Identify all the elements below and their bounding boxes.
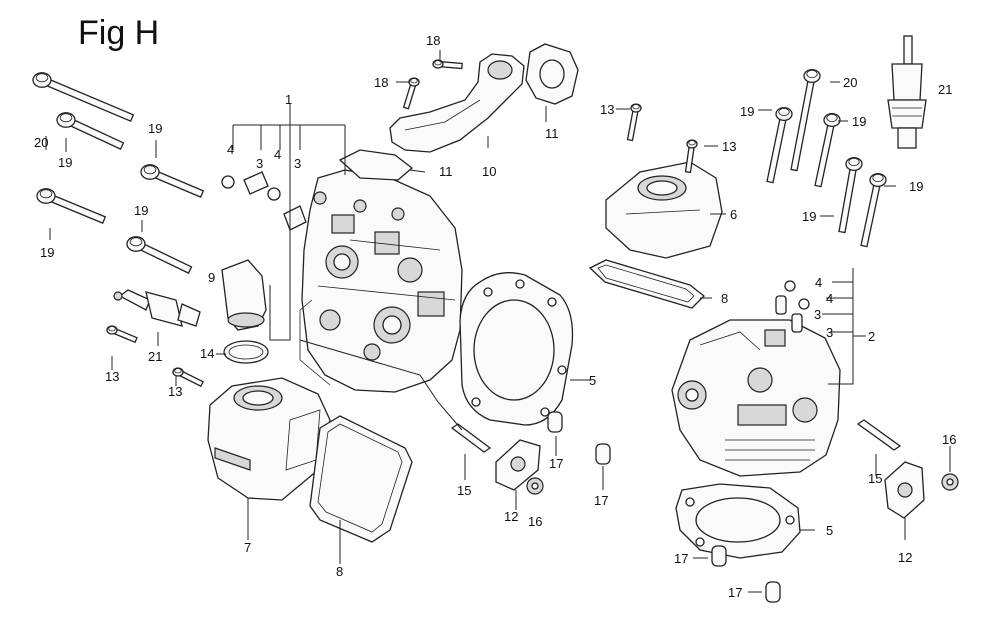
label-20: 20 xyxy=(34,135,48,150)
label-15: 15 xyxy=(457,483,471,498)
rocker-cover-left xyxy=(207,377,331,501)
figure-title: Fig H xyxy=(78,14,160,52)
label-14: 14 xyxy=(200,346,214,361)
label-4: 4 xyxy=(826,291,833,306)
label-12: 12 xyxy=(898,550,912,565)
label-11: 11 xyxy=(545,126,559,141)
label-19: 19 xyxy=(40,245,54,260)
label-19: 19 xyxy=(740,104,754,119)
head-gasket-right xyxy=(675,483,801,559)
bolt-3 xyxy=(140,164,205,199)
label-3: 3 xyxy=(256,156,263,171)
bolt-16 xyxy=(860,172,887,248)
label-4: 4 xyxy=(274,147,281,162)
label-19: 19 xyxy=(134,203,148,218)
label-18: 18 xyxy=(374,75,388,90)
stud-right xyxy=(856,419,902,451)
label-8: 8 xyxy=(721,291,728,306)
label-17: 17 xyxy=(728,585,742,600)
label-17: 17 xyxy=(549,456,563,471)
bolt-8 xyxy=(432,59,463,70)
flange-left xyxy=(495,439,541,491)
rocker-cover-gasket-right xyxy=(588,259,705,309)
bolt-9 xyxy=(402,77,420,110)
spark-plug-left xyxy=(113,289,201,327)
head-gasket-left xyxy=(459,272,574,426)
bolt-2 xyxy=(56,112,125,150)
label-3: 3 xyxy=(294,156,301,171)
label-ticks xyxy=(45,50,896,386)
label-10: 10 xyxy=(482,164,496,179)
label-5: 5 xyxy=(589,373,596,388)
label-4: 4 xyxy=(227,142,234,157)
dowel-pin-3 xyxy=(711,545,727,567)
label-12: 12 xyxy=(504,509,518,524)
label-13: 13 xyxy=(168,384,182,399)
exhaust-manifold xyxy=(389,53,525,153)
bolt-14 xyxy=(814,112,841,188)
bolt-5 xyxy=(126,236,193,274)
spark-plug-right xyxy=(887,35,927,149)
label-3: 3 xyxy=(826,325,833,340)
label-8: 8 xyxy=(336,564,343,579)
bolt-12 xyxy=(790,68,821,172)
label-18: 18 xyxy=(426,33,440,48)
bolt-11 xyxy=(684,139,698,174)
dowel-pin-4 xyxy=(765,581,781,603)
label-3: 3 xyxy=(814,307,821,322)
valve-parts-left xyxy=(221,171,307,231)
leader-lines xyxy=(216,103,951,593)
bolts xyxy=(32,59,887,388)
exhaust-flange-gasket xyxy=(525,43,579,105)
label-16: 16 xyxy=(942,432,956,447)
label-19: 19 xyxy=(909,179,923,194)
label-21: 21 xyxy=(938,82,952,97)
part-number-labels: 1 2 3 3 3 3 4 4 4 4 5 5 6 7 8 8 9 10 11 … xyxy=(34,33,956,600)
bolt-6 xyxy=(106,325,138,344)
rocker-cover-gasket-left xyxy=(309,415,413,543)
bolt-13 xyxy=(766,106,793,184)
valve-parts-right xyxy=(775,280,810,333)
stud-left xyxy=(450,423,492,453)
dowel-pin-2 xyxy=(595,443,611,465)
bolt-15 xyxy=(838,156,863,234)
label-13: 13 xyxy=(722,139,736,154)
manifold-gasket-small xyxy=(338,149,414,181)
bolt-4 xyxy=(36,188,107,225)
label-19: 19 xyxy=(802,209,816,224)
dowel-pin-1 xyxy=(547,411,563,433)
nut-right xyxy=(941,473,959,491)
label-6: 6 xyxy=(730,207,737,222)
label-9: 9 xyxy=(208,270,215,285)
label-17: 17 xyxy=(674,551,688,566)
label-16: 16 xyxy=(528,514,542,529)
label-11: 11 xyxy=(439,164,453,179)
label-1: 1 xyxy=(285,92,292,107)
cylinder-head-left xyxy=(299,169,463,393)
cylinder-head-right xyxy=(671,319,841,477)
nut-left xyxy=(526,477,544,495)
label-2: 2 xyxy=(868,329,875,344)
label-17: 17 xyxy=(594,493,608,508)
label-15: 15 xyxy=(868,471,882,486)
bolt-1 xyxy=(32,72,135,123)
rocker-cover-right xyxy=(605,161,723,259)
label-19: 19 xyxy=(852,114,866,129)
label-4: 4 xyxy=(815,275,822,290)
label-7: 7 xyxy=(244,540,251,555)
label-20: 20 xyxy=(843,75,857,90)
label-13: 13 xyxy=(105,369,119,384)
label-19: 19 xyxy=(148,121,162,136)
flange-right xyxy=(884,461,925,519)
intake-elbow xyxy=(221,259,267,331)
label-19: 19 xyxy=(58,155,72,170)
label-21: 21 xyxy=(148,349,162,364)
o-ring xyxy=(223,340,269,364)
label-5: 5 xyxy=(826,523,833,538)
bolt-7 xyxy=(172,367,204,388)
label-13: 13 xyxy=(600,102,614,117)
bolt-10 xyxy=(626,103,642,142)
